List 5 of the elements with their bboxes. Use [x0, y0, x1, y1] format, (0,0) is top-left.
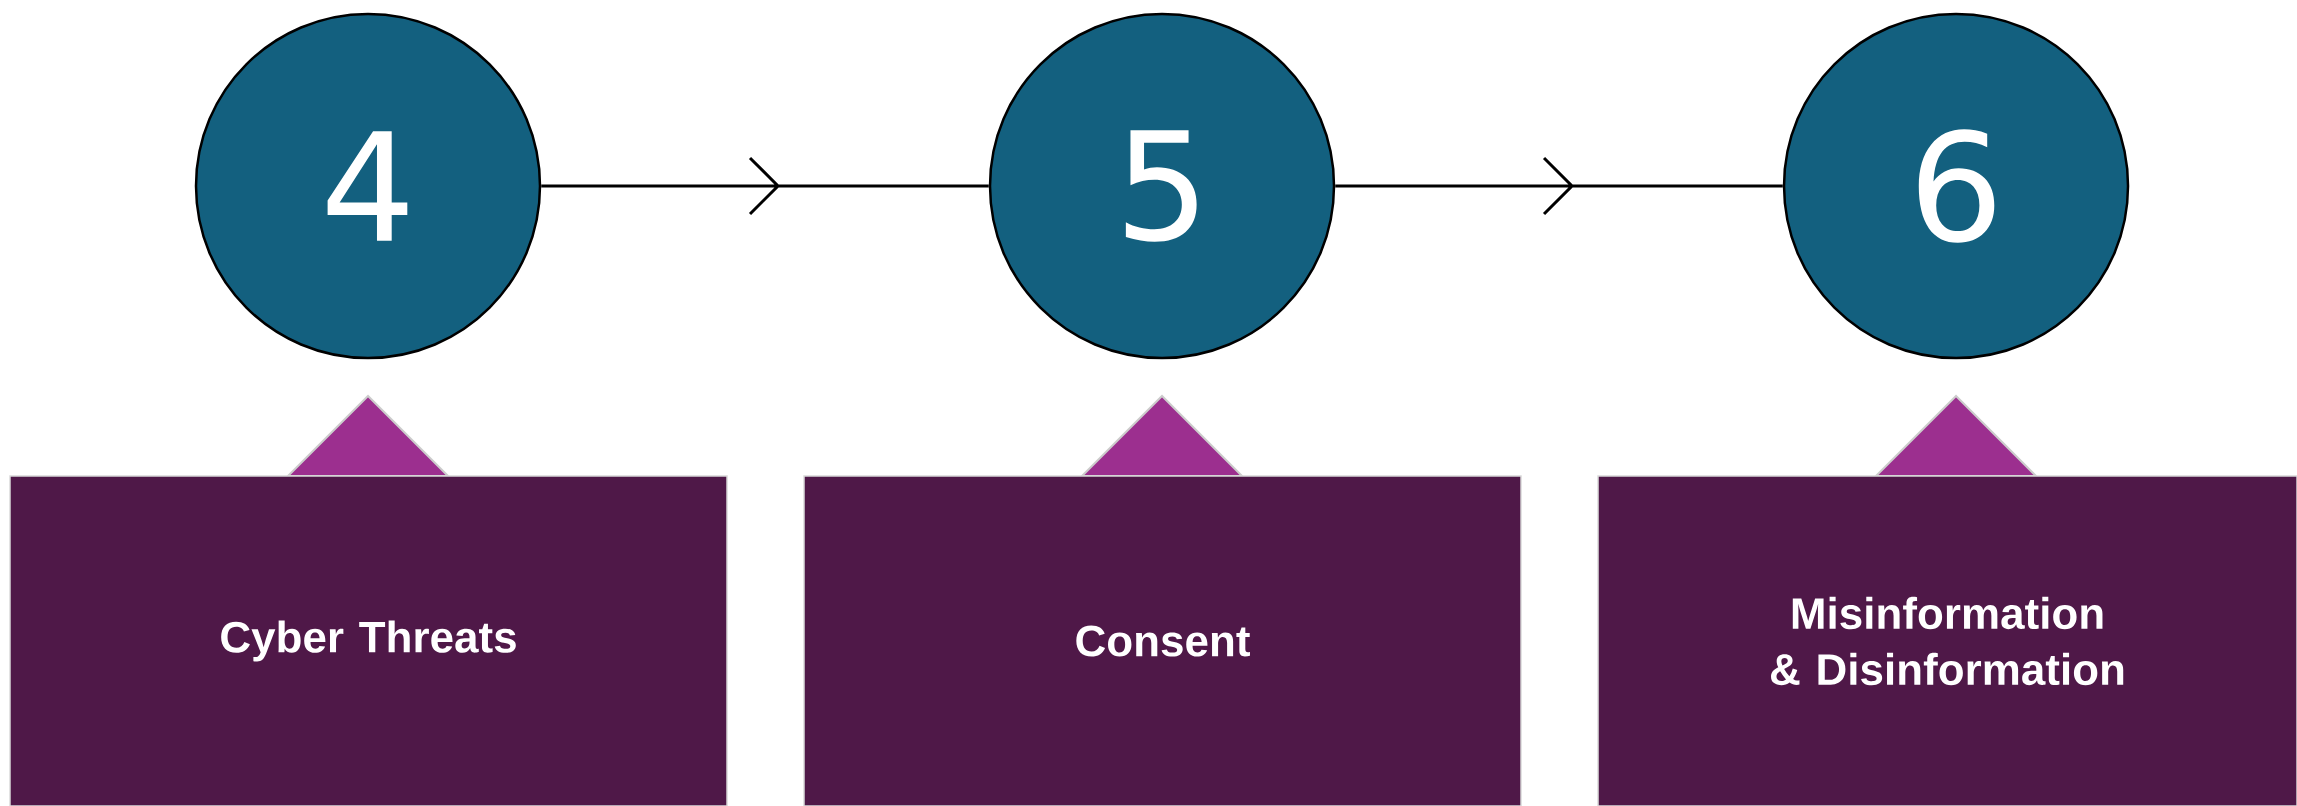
callout-box: Consent [803, 394, 1522, 806]
callout-box: Cyber Threats [9, 394, 728, 806]
callout-box: Misinformation & Disinformation [1597, 394, 2297, 806]
chevron-arrow [539, 156, 991, 216]
chevron-arrow [1333, 156, 1785, 216]
